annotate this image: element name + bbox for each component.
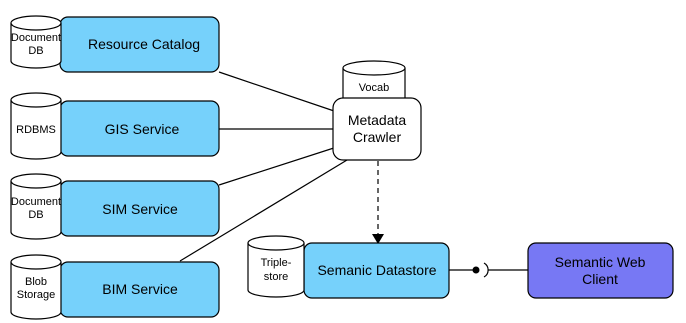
arrow-head [372,234,384,244]
service-gis: RDBMS GIS Service [10,92,220,160]
semantic-web-client-box[interactable] [527,242,674,299]
interface-ball [472,266,480,274]
triple-store-icon [247,235,305,298]
connector-catalog-crawler [218,71,341,114]
bim-service-label: BIM Service [102,281,178,297]
document-db-label-line1: Document [11,32,61,44]
connector-sim-crawler [218,145,341,186]
interface-socket [483,262,489,278]
service-sim: Document DB SIM Service [10,173,220,240]
document-db-icon [10,15,62,69]
sim-service-label: SIM Service [102,201,178,217]
service-resource-catalog: Document DB Resource Catalog [10,15,220,73]
document-db-icon [10,173,62,240]
rdbms-icon [10,92,62,160]
crawler-label-line1: Metadata [348,112,407,128]
resource-catalog-label: Resource Catalog [88,36,200,52]
metadata-crawler: Vocab Metadata Crawler [332,60,422,161]
metadata-crawler-box[interactable] [332,97,422,161]
gis-service-label: GIS Service [105,121,180,137]
blob-storage-label-line2: Storage [17,289,56,301]
service-bim: Blob Storage BIM Service [10,254,220,320]
vocab-label: Vocab [359,82,390,94]
rdbms-label: RDBMS [16,124,56,136]
sim-store-label-line2: DB [28,209,43,221]
document-db-label-line2: DB [28,45,43,57]
semantic-datastore-label: Semanic Datastore [317,262,436,278]
triple-store-label-line1: Triple- [261,257,292,269]
sim-store-label-line1: Document [11,196,61,208]
semantic-web-client: Semantic Web Client [527,242,674,299]
client-label-line2: Client [582,271,618,287]
connectors [179,71,528,271]
semantic-datastore: Triple- store Semanic Datastore [247,235,450,299]
blob-storage-label-line1: Blob [25,276,47,288]
client-label-line1: Semantic Web [555,254,646,270]
crawler-label-line2: Crawler [353,129,402,145]
connector-bim-crawler [179,156,353,262]
triple-store-label-line2: store [264,271,288,283]
blob-storage-icon [10,254,62,320]
